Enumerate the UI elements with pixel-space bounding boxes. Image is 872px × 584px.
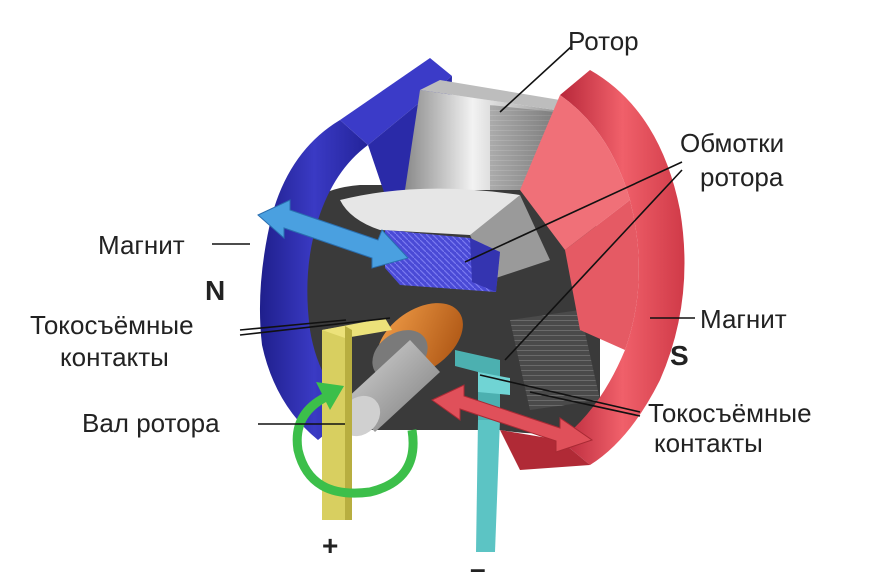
label-rotor-windings-2: ротора bbox=[700, 162, 784, 192]
rotation-arrow bbox=[292, 382, 418, 498]
label-contacts-left-2: контакты bbox=[60, 342, 169, 372]
label-contacts-right-1: Токосъёмные bbox=[648, 398, 812, 428]
label-plus: + bbox=[322, 530, 338, 561]
flux-arrow-blue bbox=[257, 199, 409, 269]
contact-minus bbox=[455, 350, 510, 552]
label-contacts-left-1: Токосъёмные bbox=[30, 310, 194, 340]
flux-arrow-red bbox=[431, 384, 594, 453]
label-contacts-right-2: контакты bbox=[654, 428, 763, 458]
label-shaft: Вал ротора bbox=[82, 408, 220, 438]
label-magnet-right: Магнит bbox=[700, 304, 787, 334]
label-rotor-windings-1: Обмотки bbox=[680, 128, 784, 158]
rotor-windings bbox=[385, 230, 500, 292]
label-minus: – bbox=[470, 553, 486, 584]
label-rotor: Ротор bbox=[568, 26, 639, 56]
label-pole-north: N bbox=[205, 275, 225, 306]
label-pole-south: S bbox=[670, 340, 689, 371]
label-magnet-left: Магнит bbox=[98, 230, 185, 260]
magnet-south bbox=[500, 70, 685, 470]
rotor-lamination-stack bbox=[510, 310, 600, 410]
contact-plus bbox=[322, 318, 392, 520]
leader-lines bbox=[212, 45, 695, 425]
